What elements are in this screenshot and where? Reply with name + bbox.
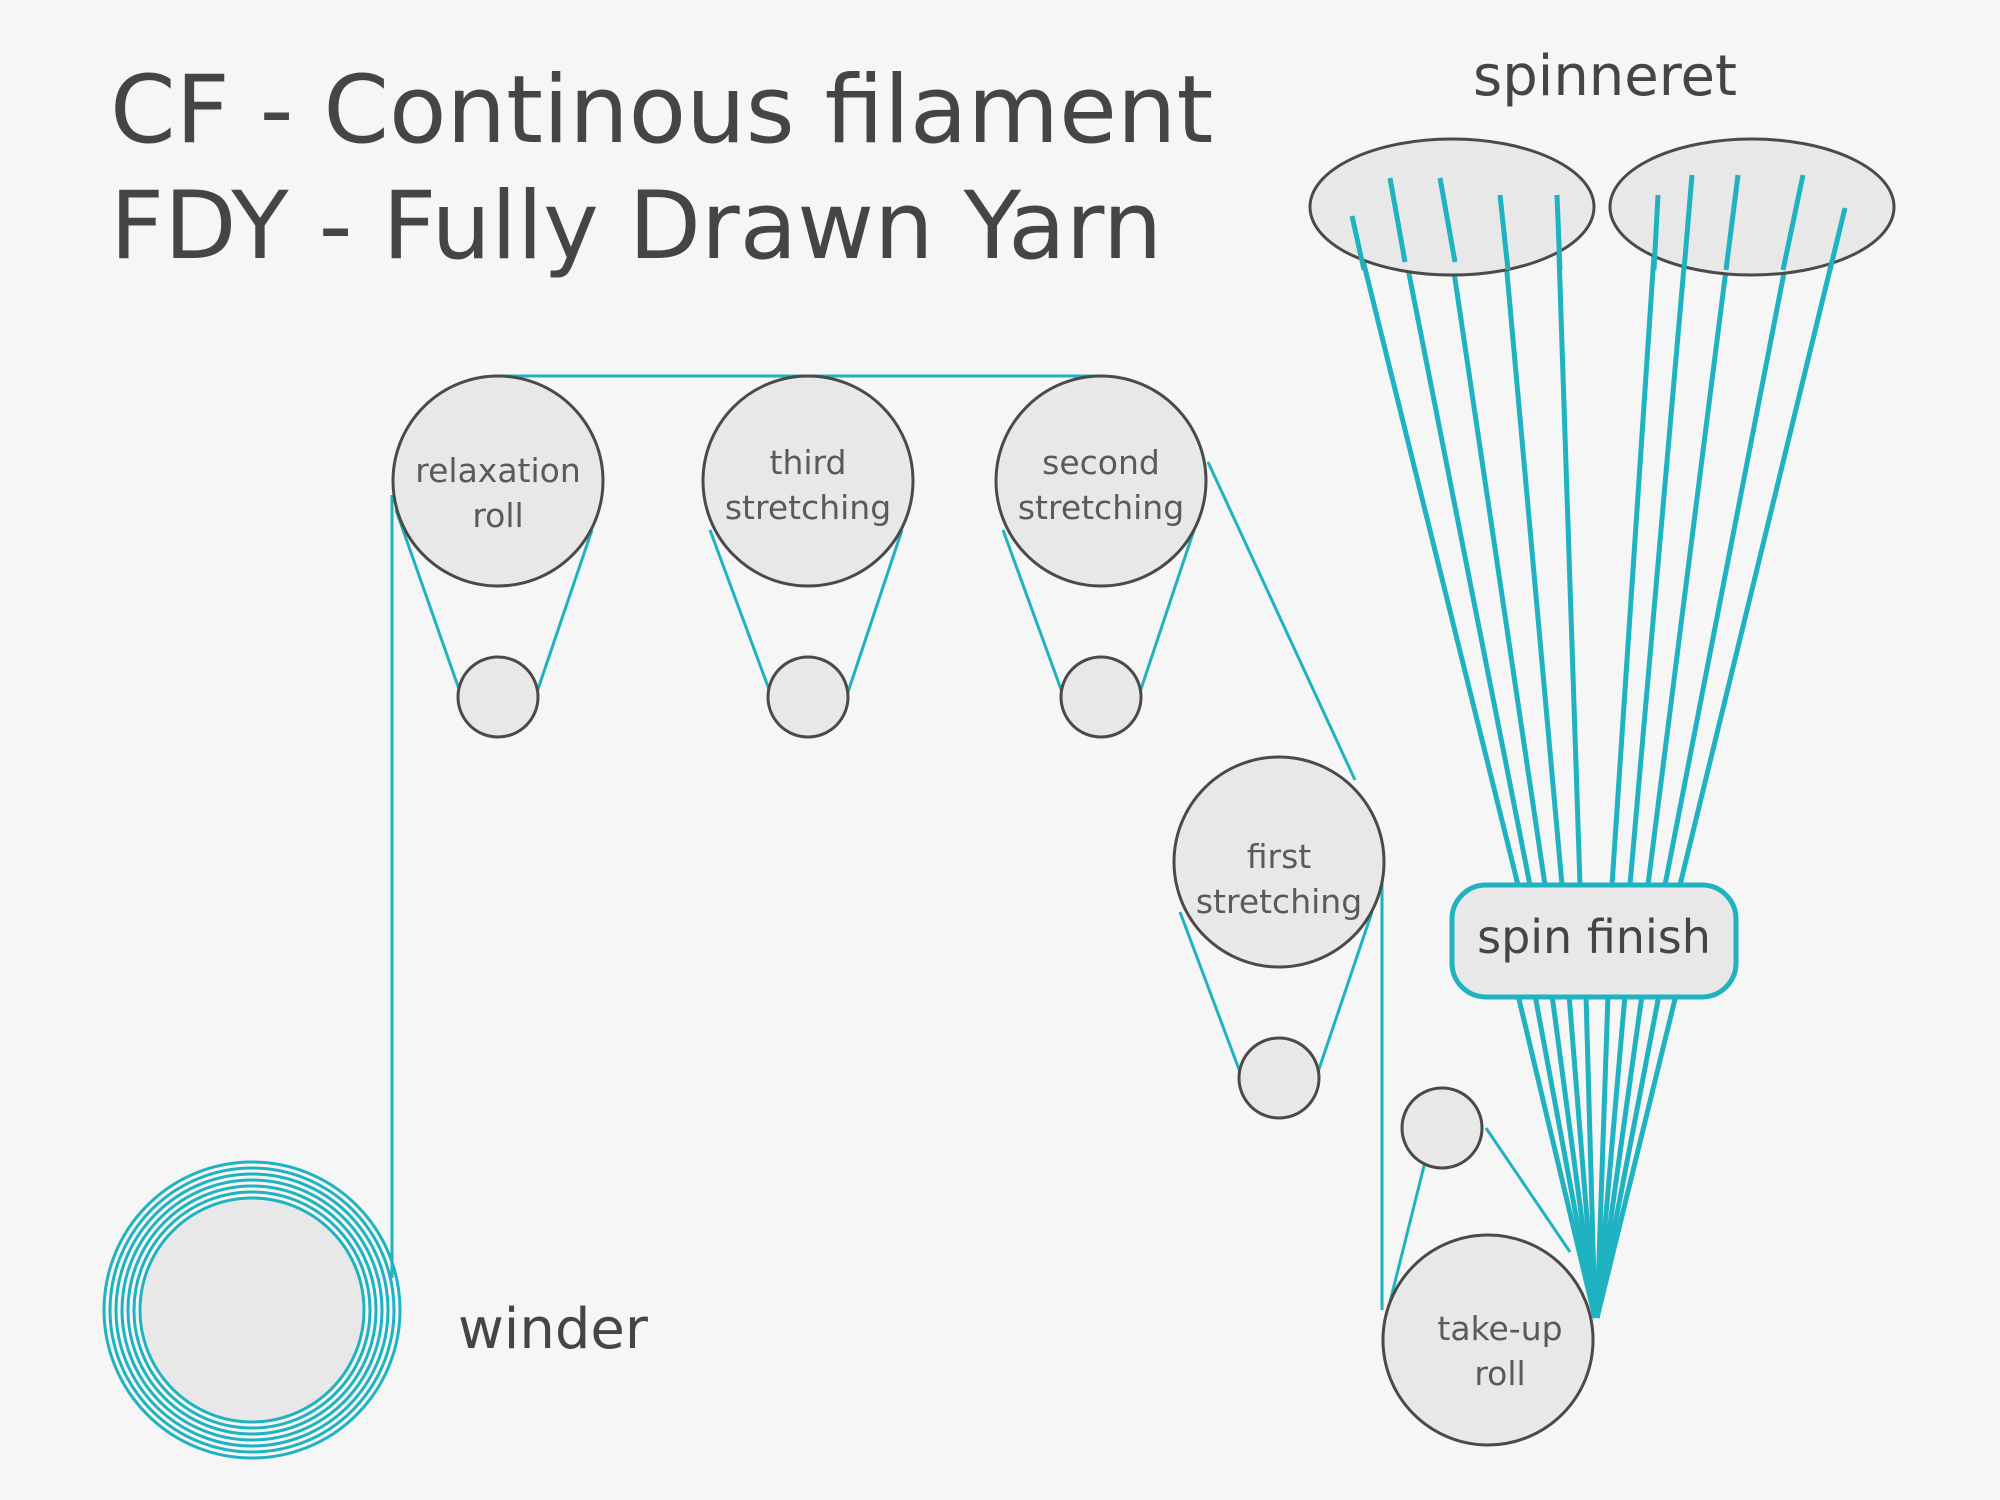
- yarn-path: [390, 374, 1572, 1310]
- title-block: CF - Continous filament FDY - Fully Draw…: [110, 56, 1213, 281]
- filament-6: [1609, 194, 1661, 886]
- filament-2: [1387, 177, 1533, 886]
- idler-roll-first: [1237, 1036, 1321, 1120]
- winder-wrap-5: [126, 1184, 378, 1436]
- roll-first-stretching: first stretching: [1172, 755, 1386, 969]
- take-up-roll: [1381, 1233, 1595, 1447]
- filament-5: [1554, 194, 1583, 886]
- spinneret-left: [1308, 137, 1596, 277]
- filament-low-1: [1515, 994, 1598, 1319]
- take-up-roll-label-1: take-up: [1437, 1309, 1562, 1348]
- spinneret-hole-4: [1497, 194, 1511, 271]
- spinneret-right: [1608, 137, 1896, 277]
- relaxation-roll-label-1: relaxation: [415, 451, 581, 490]
- filament-9: [1662, 174, 1806, 886]
- second-stretching-roll: [994, 374, 1208, 588]
- thread-relax-v-right: [535, 529, 594, 693]
- spinneret-hole-5: [1554, 194, 1563, 271]
- roll-third-stretching: third stretching: [701, 374, 915, 588]
- spinneret-hole-6: [1651, 194, 1661, 271]
- roll-relaxation: relaxation roll: [391, 374, 605, 588]
- first-stretching-label-2: stretching: [1196, 882, 1362, 921]
- idler-roll-third: [766, 655, 850, 739]
- filament-low-9: [1594, 994, 1662, 1319]
- winder: winder: [102, 1160, 649, 1460]
- second-stretching-label-1: second: [1042, 443, 1160, 482]
- second-stretching-label-2: stretching: [1018, 488, 1184, 527]
- spinneret-hole-10: [1827, 207, 1848, 271]
- filament-1: [1349, 215, 1521, 886]
- winder-label: winder: [458, 1297, 649, 1362]
- filament-3: [1437, 177, 1548, 886]
- spinneret-label: spinneret: [1473, 44, 1737, 109]
- spin-finish-label: spin finish: [1477, 910, 1711, 964]
- filament-low-2: [1532, 994, 1598, 1319]
- third-stretching-label-2: stretching: [725, 488, 891, 527]
- third-stretching-label-1: third: [770, 443, 847, 482]
- thread-first-v-left: [1178, 911, 1242, 1073]
- relaxation-roll-label-2: roll: [472, 496, 523, 535]
- thread-second-to-first: [1206, 461, 1357, 781]
- spinneret-hole-7: [1681, 174, 1695, 271]
- roll-take-up: take-up roll: [1381, 1233, 1595, 1447]
- winder-wrap-2: [108, 1166, 396, 1454]
- filament-low-5: [1583, 994, 1598, 1319]
- first-stretching-roll: [1172, 755, 1386, 969]
- idler-roll-relaxation: [456, 655, 540, 739]
- winder-wrap-1: [102, 1160, 402, 1460]
- spinneret-hole-2: [1387, 177, 1408, 263]
- filament-low-3: [1549, 994, 1598, 1319]
- spinneret-hole-8: [1723, 174, 1741, 271]
- thread-takeup-v-left: [1388, 1161, 1427, 1303]
- filament-10: [1677, 207, 1848, 886]
- winder-core: [138, 1196, 366, 1424]
- thread-takeup-v-right: [1484, 1127, 1572, 1253]
- filament-bundle: [1349, 174, 1848, 1319]
- spinneret-hole-9: [1780, 174, 1806, 271]
- thread-relax-v-left: [394, 509, 462, 693]
- filament-low-6: [1594, 994, 1611, 1319]
- first-stretching-label-1: first: [1247, 837, 1312, 876]
- roll-second-stretching: second stretching: [994, 374, 1208, 588]
- winder-wrap-6: [132, 1190, 372, 1430]
- filament-7: [1627, 174, 1695, 886]
- relaxation-roll: [391, 374, 605, 588]
- idler-roll-takeup: [1400, 1086, 1484, 1170]
- take-up-roll-label-2: roll: [1474, 1354, 1525, 1393]
- thread-third-v-left: [708, 529, 772, 693]
- spin-finish-box: [1449, 882, 1739, 1000]
- third-stretching-roll: [701, 374, 915, 588]
- spinneret-hole-3: [1437, 177, 1458, 263]
- thread-first-v-right: [1316, 911, 1374, 1073]
- filament-8: [1645, 174, 1741, 886]
- title-line-2: FDY - Fully Drawn Yarn: [110, 172, 1162, 281]
- filament-low-8: [1594, 994, 1645, 1319]
- filament-low-7: [1594, 994, 1628, 1319]
- thread-second-v-right: [1138, 529, 1196, 693]
- spinneret-hole-1: [1349, 215, 1367, 271]
- thread-second-v-left: [1001, 529, 1064, 693]
- idler-rolls: [456, 655, 1484, 1170]
- idler-roll-second: [1059, 655, 1143, 739]
- winder-wrap-3: [114, 1172, 390, 1448]
- filament-4: [1497, 194, 1565, 886]
- filament-low-4: [1566, 994, 1598, 1319]
- spinneret: [1308, 137, 1896, 277]
- spin-finish-applicator: spin finish: [1449, 882, 1739, 1000]
- filament-low-10: [1594, 994, 1679, 1319]
- thread-third-v-right: [846, 529, 904, 693]
- winder-wrap-4: [120, 1178, 384, 1442]
- title-line-1: CF - Continous filament: [110, 56, 1213, 165]
